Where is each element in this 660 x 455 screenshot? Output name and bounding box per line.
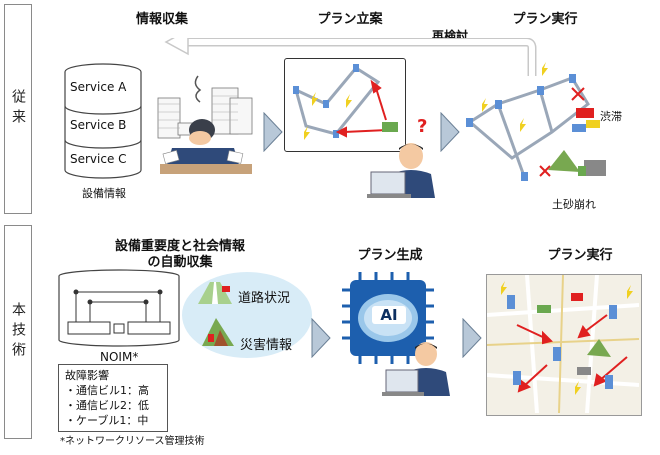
- congestion-label: 渋滞: [600, 110, 622, 123]
- ai-label: AI: [372, 306, 406, 324]
- flow-arrow-conv-1: [263, 112, 283, 152]
- failure-impact-box: 故障影響 ・通信ビル1：高 ・通信ビル2：低 ・ケーブル1：中: [58, 364, 168, 432]
- road-status-icon: [198, 282, 232, 304]
- noim-label: NOIM*: [100, 350, 139, 364]
- overworked-person-illustration: [157, 75, 253, 174]
- road-status-label: 道路状況: [238, 291, 291, 306]
- flow-arrow-new-1: [311, 318, 331, 358]
- worried-person-illustration: [367, 143, 435, 198]
- failure-impact-title: 故障影響: [65, 369, 109, 382]
- disaster-info-label: 災害情報: [240, 338, 293, 353]
- planning-network-map: [293, 64, 398, 140]
- flow-arrow-conv-2: [440, 112, 460, 152]
- conv-step3-title: プラン実行: [512, 12, 578, 27]
- facility-info-label: 設備情報: [82, 187, 126, 200]
- failure-impact-item-1: ・通信ビル1：高: [65, 384, 149, 397]
- new-step3-title: プラン実行: [547, 248, 613, 263]
- side-label-new-tech-text: 本技術: [10, 302, 26, 362]
- side-label-new-tech: 本技術: [4, 225, 32, 439]
- service-a-label: Service A: [70, 80, 127, 94]
- conv-step1-title: 情報収集: [135, 12, 188, 27]
- failure-impact-item-2: ・通信ビル2：低: [65, 399, 149, 412]
- service-b-label: Service B: [70, 118, 127, 132]
- failure-impact-item-3: ・ケーブル1：中: [65, 414, 149, 427]
- new-step1-title-line1: 設備重要度と社会情報: [114, 239, 245, 254]
- database-icon: [64, 63, 142, 179]
- service-c-label: Service C: [70, 152, 127, 166]
- operator-illustration: [382, 342, 450, 396]
- reconsider-arrow: [164, 38, 537, 76]
- landslide-label: 土砂崩れ: [552, 198, 596, 211]
- disaster-info-icon: [202, 318, 234, 346]
- execution-network-map: [466, 62, 606, 181]
- flow-arrow-new-2: [462, 318, 482, 358]
- execution-map-overlay: [487, 275, 639, 413]
- noim-database: [58, 269, 180, 347]
- footnote: *ネットワークリソース管理技術: [60, 436, 205, 447]
- conv-step2-title: プラン立案: [317, 12, 383, 27]
- new-step1-title-line2: の自動収集: [147, 255, 213, 270]
- side-label-conventional: 従来: [4, 4, 32, 214]
- new-step2-title: プラン生成: [357, 248, 423, 263]
- question-mark: ?: [417, 116, 428, 137]
- side-label-conventional-text: 従来: [10, 89, 26, 129]
